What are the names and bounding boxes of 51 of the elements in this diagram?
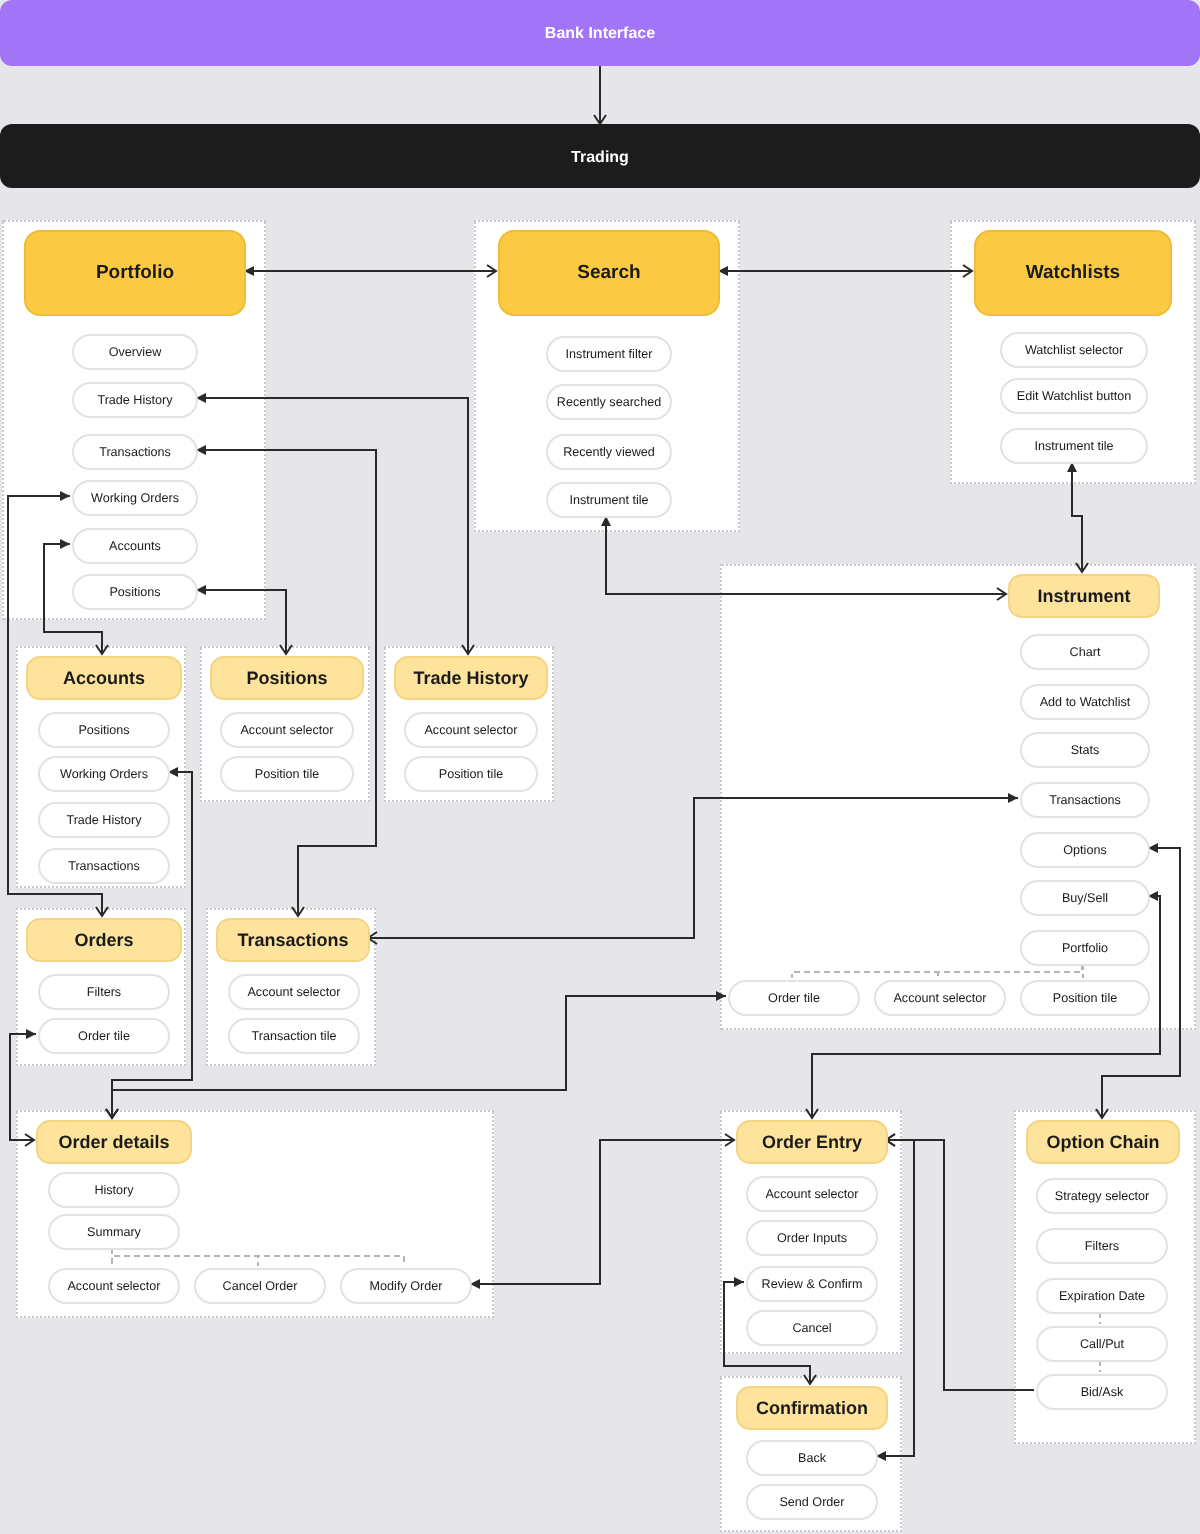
page-title-block: Orders	[26, 918, 182, 962]
connector-arrow	[7, 491, 109, 917]
connector-arrow	[805, 891, 1161, 1119]
dashed-connector	[1099, 1311, 1101, 1325]
page-title-block: Transactions	[216, 918, 370, 962]
connector-arrow	[105, 991, 727, 1119]
page-title-block: Option Chain	[1026, 1120, 1180, 1164]
connector-arrow	[195, 445, 377, 917]
screen-panel	[1014, 1110, 1196, 1444]
connector-arrow	[367, 793, 1019, 945]
screen-panel	[720, 1110, 902, 1354]
page-title-block: Accounts	[26, 656, 182, 700]
page-title-block: Confirmation	[736, 1386, 888, 1430]
connector-arrow	[43, 539, 109, 655]
connector-arrow	[1067, 461, 1089, 573]
screen-panel	[384, 646, 554, 802]
screen-panel	[200, 646, 370, 802]
screen-panel	[474, 220, 740, 532]
page-title-block: Watchlists	[974, 230, 1172, 316]
connector-arrow	[469, 1133, 735, 1289]
section-bar: Trading	[0, 124, 1200, 188]
page-title-block: Positions	[210, 656, 364, 700]
connector-arrow	[9, 1029, 37, 1147]
page-title-block: Search	[498, 230, 720, 316]
connector-arrow	[1095, 843, 1181, 1119]
page-title-block: Trade History	[394, 656, 548, 700]
page-title-block: Instrument	[1008, 574, 1160, 618]
connector-arrow	[593, 65, 607, 125]
connector-arrow	[723, 1277, 817, 1385]
connector-arrow	[601, 515, 1007, 601]
dashed-connector	[1082, 963, 1084, 979]
screen-panel	[16, 1110, 494, 1318]
connector-arrow	[717, 264, 973, 278]
page-title-block: Order Entry	[736, 1120, 888, 1164]
screen-panel	[16, 646, 186, 888]
dashed-connector	[937, 963, 1083, 979]
screen-panel	[206, 908, 376, 1066]
connector-arrow	[195, 585, 293, 655]
page-title-block: Order details	[36, 1120, 192, 1164]
connector-arrow	[875, 1133, 915, 1461]
header-bar: Bank Interface	[0, 0, 1200, 66]
screen-panel	[720, 1376, 902, 1532]
connector-arrow	[195, 393, 475, 655]
screen-panel	[720, 564, 1196, 1030]
dashed-connector	[111, 1247, 405, 1267]
page-title-block: Portfolio	[24, 230, 246, 316]
connector-arrow	[243, 264, 497, 278]
screen-panel	[950, 220, 1196, 484]
screen-panel	[16, 908, 186, 1066]
screen-panel	[2, 220, 266, 620]
dashed-connector	[1099, 1359, 1101, 1373]
